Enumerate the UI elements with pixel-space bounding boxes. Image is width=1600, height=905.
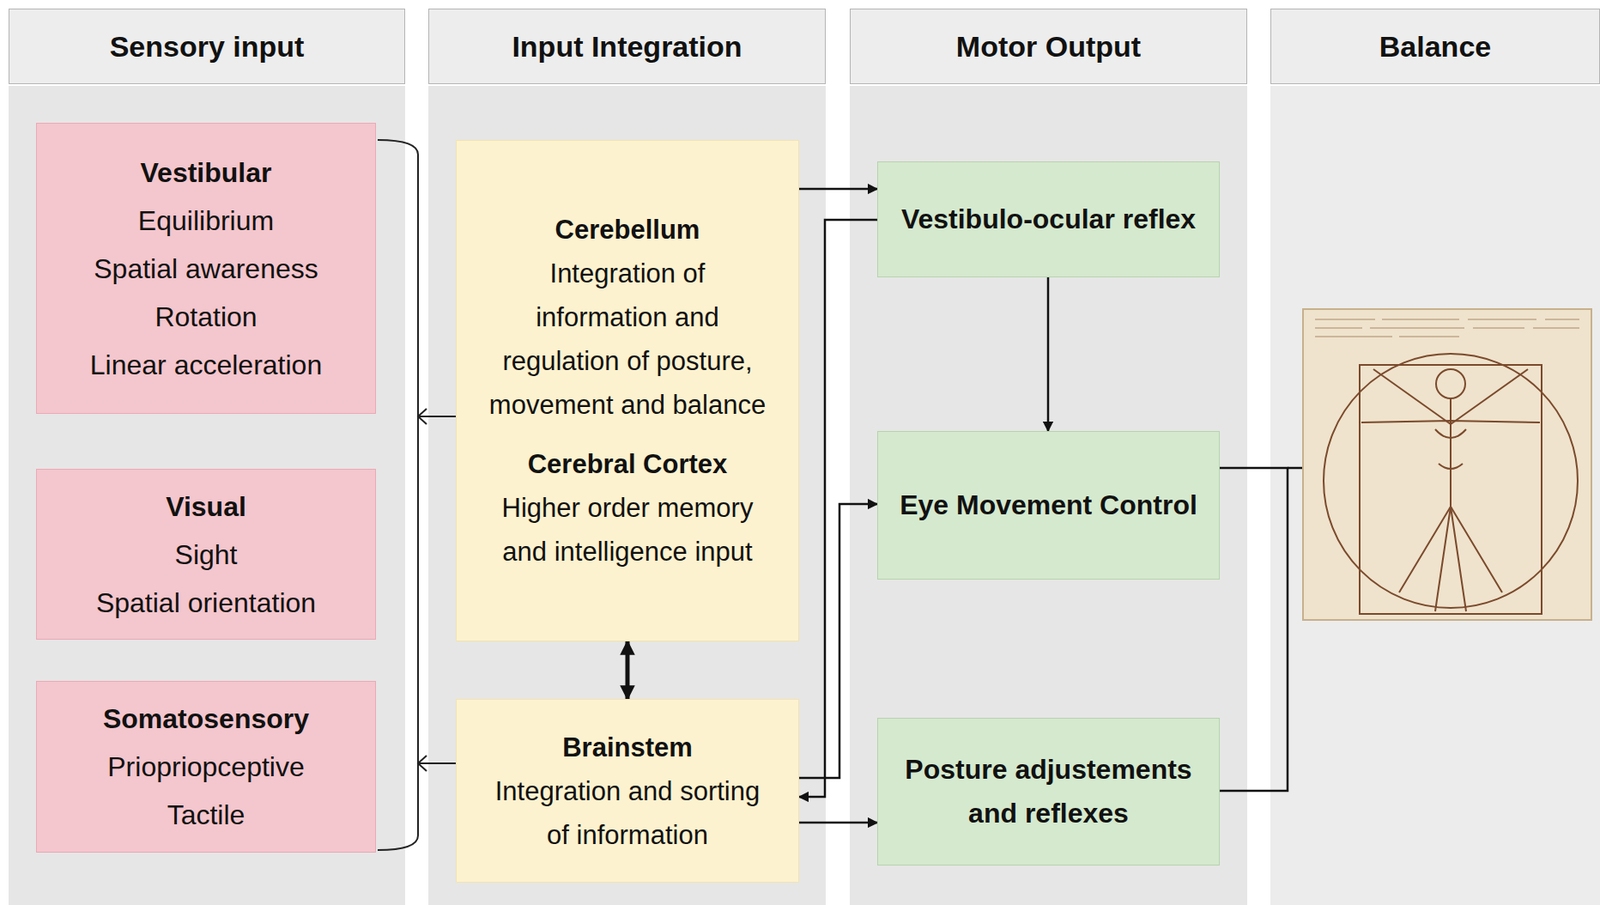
box-heading: Cerebral Cortex (527, 442, 728, 486)
motor-box: Posture adjustements and reflexes (877, 717, 1220, 866)
box-heading: Somatosensory (103, 694, 310, 743)
sensory-bracket (377, 139, 456, 850)
box-text: Eye Movement Control (899, 483, 1198, 528)
column-header: Input Integration (428, 8, 826, 85)
box-heading: Visual (165, 482, 247, 531)
connector-arrow (799, 821, 878, 825)
connector-arrow (625, 641, 631, 699)
box-text: Rotation (154, 292, 257, 341)
box-text: Sight (175, 530, 238, 579)
integration-box: CerebellumIntegration of information and… (455, 139, 800, 642)
box-text: Linear acceleration (90, 340, 322, 389)
sensory-box: VisualSightSpatial orientation (36, 468, 376, 640)
box-text: Vestibulo-ocular reflex (901, 197, 1196, 242)
header-text: Input Integration (511, 30, 742, 64)
connector-arrow (799, 503, 878, 778)
box-text: Tactile (167, 790, 246, 839)
column-header: Balance (1270, 8, 1600, 85)
output-merge-line (1219, 467, 1304, 791)
header-text: Balance (1379, 30, 1491, 64)
box-text: Equilibrium (138, 196, 274, 245)
box-text: Posture adjustements and reflexes (895, 747, 1202, 836)
motor-box: Vestibulo-ocular reflex (877, 161, 1220, 278)
box-heading: Cerebellum (555, 207, 701, 252)
header-text: Motor Output (956, 30, 1141, 64)
box-text: Integration of information and regulatio… (487, 251, 768, 427)
column-header: Sensory input (8, 8, 406, 85)
column-header: Motor Output (849, 8, 1248, 85)
box-text: Integration and sorting of information (487, 769, 768, 857)
integration-box: BrainstemIntegration and sorting of info… (455, 698, 800, 883)
sensory-box: SomatosensoryPriopriopceptiveTactile (36, 680, 376, 853)
vitruvian-man-illustration (1303, 309, 1592, 620)
sensory-box: VestibularEquilibriumSpatial awarenessRo… (36, 122, 376, 414)
box-text: Spatial orientation (96, 578, 316, 627)
box-text: Higher order memory and intelligence inp… (487, 485, 768, 574)
box-text: Priopriopceptive (107, 742, 304, 791)
connector-arrow (1047, 277, 1050, 431)
box-text: Spatial awareness (93, 244, 318, 293)
connector-arrow (799, 187, 878, 191)
box-heading: Brainstem (562, 725, 693, 770)
header-text: Sensory input (109, 30, 305, 64)
box-heading: Vestibular (140, 148, 273, 197)
connector-arrow (799, 219, 878, 797)
motor-box: Eye Movement Control (877, 430, 1220, 580)
